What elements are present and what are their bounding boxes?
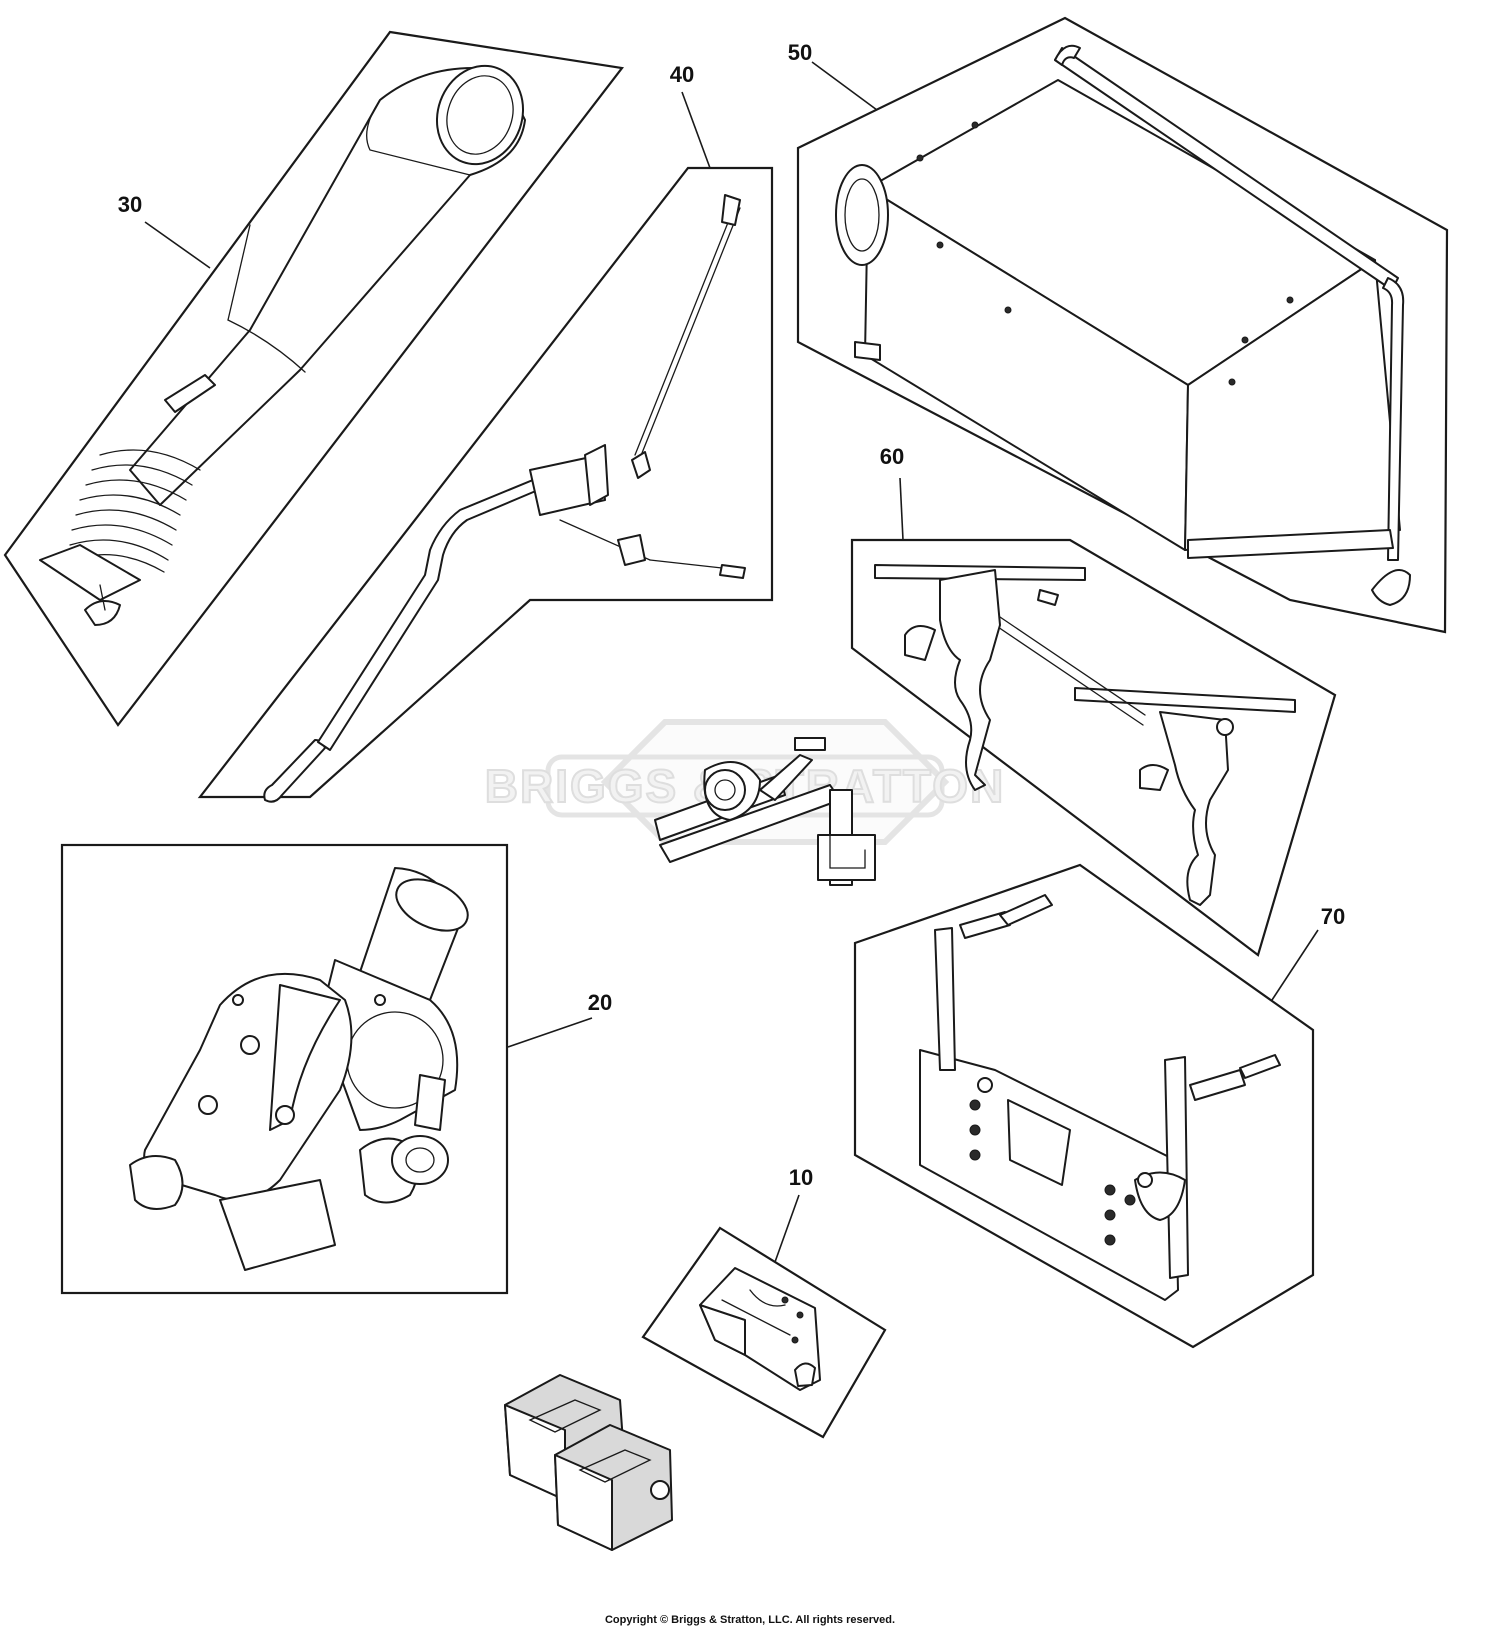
part-40-handle bbox=[263, 194, 746, 803]
frame-20: 20 bbox=[60, 843, 612, 1295]
part-50-hopper bbox=[835, 44, 1411, 606]
part-70-hitch bbox=[919, 894, 1281, 1301]
copyright-notice: Copyright © Briggs & Stratton, LLC. All … bbox=[604, 1614, 896, 1626]
frame-30: 30 bbox=[3, 30, 625, 727]
part-winch bbox=[654, 737, 876, 886]
chute-bellows bbox=[69, 449, 201, 573]
callout-30: 30 bbox=[118, 192, 142, 217]
part-weights bbox=[504, 1374, 673, 1551]
callout-20: 20 bbox=[588, 990, 612, 1015]
frame-70: 70 bbox=[853, 863, 1345, 1349]
callout-50: 50 bbox=[788, 40, 812, 65]
callout-60: 60 bbox=[880, 444, 904, 469]
part-30-chute bbox=[39, 64, 526, 626]
callout-40: 40 bbox=[670, 62, 694, 87]
callout-70: 70 bbox=[1321, 904, 1345, 929]
callout-10: 10 bbox=[789, 1165, 813, 1190]
part-20-blower bbox=[129, 867, 469, 1271]
frame-10: 10 bbox=[641, 1165, 887, 1439]
frame-50: 50 bbox=[788, 16, 1449, 634]
part-60-brackets bbox=[874, 564, 1296, 906]
part-10-bracket bbox=[699, 1267, 821, 1391]
frame-60: 60 bbox=[850, 444, 1337, 957]
frame-40: 40 bbox=[197, 62, 774, 803]
